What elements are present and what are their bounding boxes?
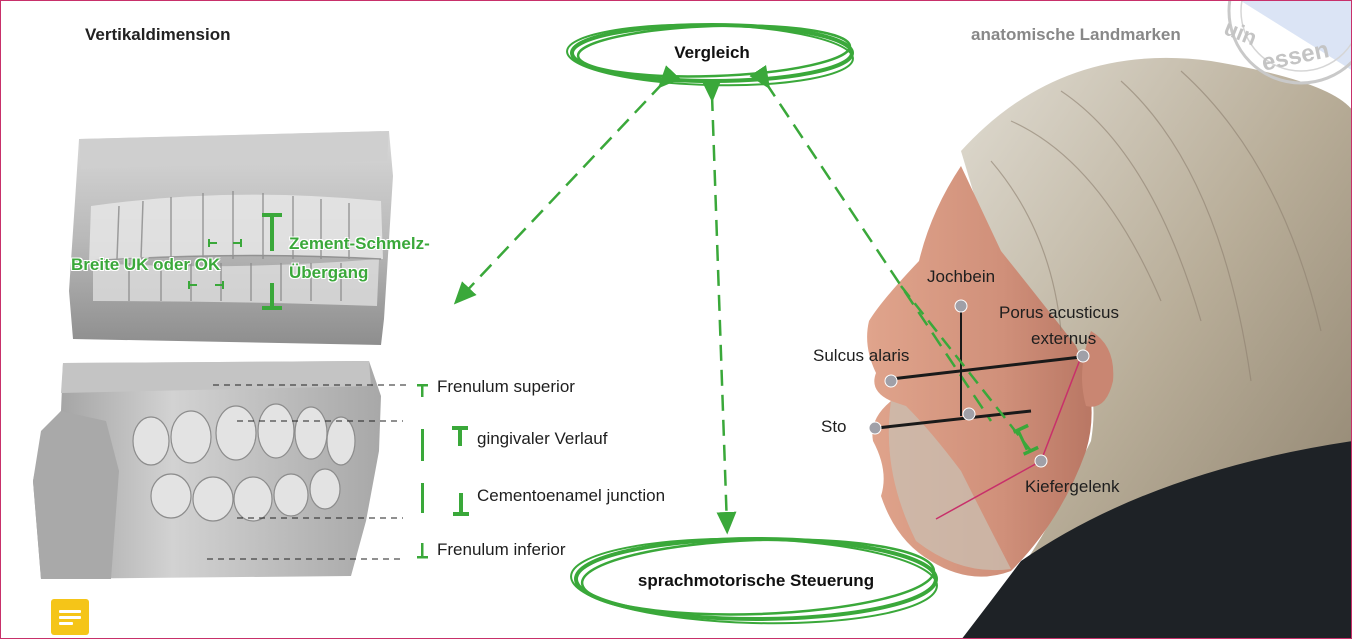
label-sulcus-alaris: Sulcus alaris xyxy=(813,346,909,366)
label-externus: externus xyxy=(1031,329,1096,349)
dot-jochbein xyxy=(955,300,967,312)
comment-icon[interactable] xyxy=(51,599,89,635)
label-zement-schmelz: Zement-Schmelz- xyxy=(289,234,430,254)
label-kiefergelenk: Kiefergelenk xyxy=(1025,477,1120,497)
title-anatomische-landmarken: anatomische Landmarken xyxy=(971,25,1181,45)
dot-porus xyxy=(1077,350,1089,362)
label-sprachmotorische-steuerung: sprachmotorische Steuerung xyxy=(596,571,916,591)
side-model-reference-lines xyxy=(207,385,407,559)
title-vertikaldimension: Vertikaldimension xyxy=(85,25,231,45)
label-frenulum-inferior: Frenulum inferior xyxy=(437,540,566,560)
dot-kiefergelenk xyxy=(1035,455,1047,467)
label-porus-acusticus: Porus acusticus xyxy=(999,303,1119,323)
arrow-vergleich-to-front-model xyxy=(459,83,663,299)
arrow-vergleich-to-sprachmotorik xyxy=(712,95,727,527)
cej-height-marker xyxy=(262,213,282,310)
face-landmark-dots xyxy=(869,300,1089,467)
label-gingivaler-verlauf: gingivaler Verlauf xyxy=(477,429,607,449)
dot-mid xyxy=(963,408,975,420)
label-frenulum-superior: Frenulum superior xyxy=(437,377,575,397)
label-sto: Sto xyxy=(821,417,847,437)
label-breite-uk-ok: Breite UK oder OK xyxy=(71,255,220,275)
dot-sulcus xyxy=(885,375,897,387)
side-model-markers xyxy=(417,384,469,559)
label-cementoenamel-junction: Cementoenamel junction xyxy=(477,486,665,506)
dot-sto xyxy=(869,422,881,434)
label-vergleich: Vergleich xyxy=(612,43,812,63)
label-jochbein: Jochbein xyxy=(927,267,995,287)
label-uebergang: Übergang xyxy=(289,263,368,283)
